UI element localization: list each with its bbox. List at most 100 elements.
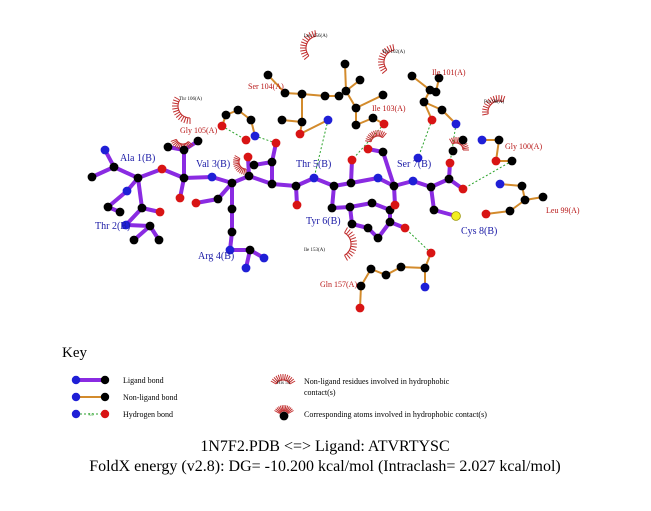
carbon-atom [389,181,399,191]
carbon-atom [407,71,417,81]
key-hydrophobic-atom-label: Corresponding atoms involved in hydropho… [304,410,487,419]
carbon-atom [434,73,444,83]
carbon-atom [109,162,119,172]
hydrogen-bond-layer [221,119,513,254]
key-nonligand-bond-atom-c [100,392,110,402]
carbon-atom [366,264,376,274]
hydrogen-bond [221,125,247,141]
carbon-atom [327,203,337,213]
oxygen-atom [155,207,165,217]
nitrogen-atom [259,253,269,263]
carbon-atom [520,195,530,205]
oxygen-atom [347,155,357,165]
key-hydrophobic-residue-label-1: Non-ligand residues involved in hydropho… [304,377,450,386]
carbon-atom [507,156,517,166]
oxygen-atom [491,156,501,166]
oxygen-atom [379,119,389,129]
carbon-atom [137,203,147,213]
nitrogen-atom [309,173,319,183]
oxygen-atom [191,198,201,208]
residue-label-val3: Val 3(B) [196,159,230,170]
carbon-atom [426,182,436,192]
carbon-atom [373,233,383,243]
oxygen-atom [271,138,281,148]
caption-energy: FoldX energy (v2.8): DG= -10.200 kcal/mo… [89,458,560,475]
carbon-atom [420,263,430,273]
residue-label-gln157: Gln 157(A) [320,280,357,289]
carbon-atom [154,235,164,245]
oxygen-atom [157,164,167,174]
carbon-atom [517,181,527,191]
key-nonligand-bond-atom-n [71,392,81,402]
carbon-atom [347,219,357,229]
carbon-atom [297,117,307,127]
key-ligand-bond-atom-n [71,375,81,385]
carbon-atom [431,87,441,97]
residue-label-ile103: Ile 103(A) [372,104,406,113]
residue-label-leu99: Leu 99(A) [546,206,580,215]
carbon-atom [437,105,447,115]
oxygen-atom [390,200,400,210]
hydrophobic-arc-layer [170,30,506,261]
carbon-atom [267,157,277,167]
nitrogen-atom [250,131,260,141]
carbon-atom [145,221,155,231]
carbon-atom [378,90,388,100]
oxygen-atom [426,248,436,258]
residue-label-pro98: Pro 98(A) [484,100,504,105]
carbon-atom [291,181,301,191]
hydrophobic-contact-arc [232,155,247,176]
hydrogen-bond [351,123,385,161]
carbon-atom [277,115,287,125]
carbon-atom [163,142,173,152]
carbon-atom [329,181,339,191]
ligand-bond [349,176,380,185]
carbon-atom [133,173,143,183]
nitrogen-atom [121,220,131,230]
key-atom-arc [274,405,294,414]
carbon-atom [233,105,243,115]
hydrophobic-contact-arc [482,95,506,116]
hydrophobic-contact-arc [365,129,387,143]
carbon-atom [179,145,189,155]
key-ligand-bond-label: Ligand bond [123,376,164,385]
carbon-atom [227,204,237,214]
carbon-atom [334,91,344,101]
carbon-atom [227,227,237,237]
carbon-atom [213,194,223,204]
carbon-atom [267,179,277,189]
carbon-atom [341,86,351,96]
oxygen-atom [295,129,305,139]
key-nonligand-bond-label: Non-ligand bond [123,393,177,402]
carbon-atom [227,178,237,188]
nitrogen-atom [413,153,423,163]
carbon-atom [87,172,97,182]
residue-label-gly105: Gly 105(A) [180,126,217,135]
nitrogen-atom [207,172,217,182]
carbon-atom [346,178,356,188]
carbon-atom [193,136,203,146]
key-title: Key [62,345,87,361]
carbon-atom [263,70,273,80]
carbon-atom [363,223,373,233]
carbon-atom [505,206,515,216]
hydrophobic-contact-arc [344,227,357,261]
oxygen-atom [427,115,437,125]
carbon-atom [355,75,365,85]
key-hydrogen-bond-label: Hydrogen bond [123,410,173,419]
hydrogen-bond [313,119,329,179]
carbon-atom [367,198,377,208]
residue-label-gly100: Gly 100(A) [505,142,542,151]
carbon-atom [280,88,290,98]
hydrogen-bond [417,119,433,159]
nitrogen-atom [420,282,430,292]
nitrogen-atom [122,186,132,196]
carbon-atom [320,91,330,101]
residue-label-thr5: Thr 5(B) [296,159,331,170]
oxygen-atom [400,223,410,233]
nitrogen-atom [373,173,383,183]
nonligand-bond [344,63,347,92]
key-hydrogen-bond-atom-n [71,409,81,419]
nitrogen-atom [100,145,110,155]
residue-label-ser7: Ser 7(B) [397,159,431,170]
